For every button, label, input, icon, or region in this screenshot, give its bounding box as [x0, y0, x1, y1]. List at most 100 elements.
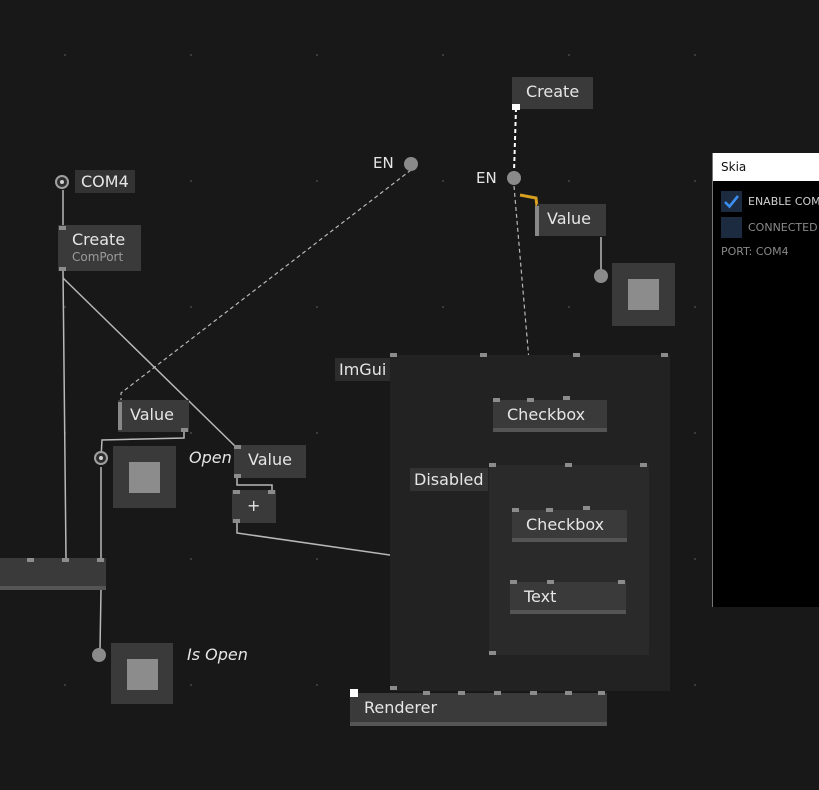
comport-bar-node[interactable]: [0, 558, 106, 590]
value-node-right[interactable]: Value: [537, 204, 606, 236]
value-node-label: Value: [130, 405, 174, 424]
enable-com-label: ENABLE COM: [748, 195, 819, 208]
renderer-selected-pin[interactable]: [350, 689, 358, 697]
grid-dot: [316, 432, 318, 434]
link-value-left-open: [100, 432, 185, 459]
checkbox-node-1[interactable]: Checkbox: [493, 400, 607, 432]
checkbox-node-pin: [563, 396, 570, 400]
disabled-region[interactable]: [489, 465, 649, 655]
toggle-right-indicator: [628, 279, 659, 310]
create-output-pin[interactable]: [512, 104, 520, 110]
renderer-node-pin: [530, 691, 537, 695]
grid-dot: [694, 54, 696, 56]
grid-dot: [316, 54, 318, 56]
is-open-port[interactable]: [92, 648, 106, 662]
checkbox-node-2[interactable]: Checkbox: [512, 510, 627, 542]
renderer-node-pin: [423, 691, 430, 695]
value-node-left[interactable]: Value: [118, 400, 189, 432]
create-comport-pin: [59, 226, 66, 230]
grid-dot: [190, 432, 192, 434]
value-node-handle: [535, 206, 539, 236]
grid-dot: [442, 180, 444, 182]
text-node[interactable]: Text: [510, 582, 626, 614]
grid-dot: [694, 180, 696, 182]
renderer-node-pin: [565, 691, 572, 695]
link-create-value-mid: [62, 277, 238, 449]
value-node-pin: [234, 474, 241, 478]
link-bar-isopen: [99, 589, 102, 651]
grid-dot: [64, 306, 66, 308]
grid-dot: [694, 306, 696, 308]
imgui-label: ImGui: [335, 358, 391, 381]
text-node-label: Text: [524, 587, 557, 606]
create-comport-sublabel: ComPort: [72, 250, 124, 264]
com4-input-port[interactable]: [55, 175, 69, 189]
open-port[interactable]: [94, 451, 108, 465]
grid-dot: [190, 54, 192, 56]
value-node-label: Value: [248, 450, 292, 469]
open-label: Open: [189, 448, 232, 467]
port-label: PORT: COM4: [721, 245, 789, 258]
disabled-region-pin: [489, 463, 496, 467]
enable-com-row[interactable]: ENABLE COM: [721, 191, 819, 213]
checkbox-node-footer: [493, 428, 607, 432]
link-en2-checkbox: [513, 185, 531, 373]
en-label-1: EN: [373, 154, 394, 172]
text-node-pin: [547, 580, 554, 584]
com4-label: COM4: [75, 170, 135, 193]
checkbox-node-pin: [546, 508, 553, 512]
checkbox-node-pin: [512, 508, 519, 512]
plus-node[interactable]: +: [232, 490, 276, 523]
toggle-right[interactable]: [612, 263, 675, 326]
disabled-region-pin: [489, 651, 496, 655]
en-input-port-1[interactable]: [404, 157, 418, 171]
toggle-open[interactable]: [113, 446, 176, 508]
grid-dot: [190, 684, 192, 686]
grid-dot: [316, 558, 318, 560]
renderer-node-pin: [598, 691, 605, 695]
grid-dot: [316, 306, 318, 308]
checkbox-node-pin: [527, 398, 534, 402]
value-node-mid[interactable]: Value: [234, 445, 306, 478]
connected-checkbox[interactable]: [721, 217, 742, 238]
renderer-node-pin: [390, 686, 397, 690]
create-node-label: Create: [526, 82, 580, 101]
grid-dot: [316, 684, 318, 686]
toggle-is-open[interactable]: [111, 643, 173, 704]
connected-row[interactable]: CONNECTED: [721, 217, 819, 239]
toggle-open-indicator: [129, 462, 160, 493]
link-value-mid-plus: [236, 478, 273, 492]
plus-node-pin: [268, 490, 275, 494]
plus-node-label: +: [247, 496, 261, 515]
port-row: PORT: COM4: [721, 243, 819, 265]
value-right-output-port[interactable]: [594, 269, 608, 283]
toggle-is-open-indicator: [127, 659, 158, 690]
en-label-2: EN: [476, 169, 497, 187]
create-comport-node[interactable]: Create ComPort: [58, 225, 141, 271]
imgui-region-pin: [480, 353, 487, 357]
checkbox-node-pin: [583, 506, 590, 510]
is-open-label: Is Open: [187, 645, 248, 664]
create-comport-pin: [59, 267, 66, 271]
renderer-node[interactable]: Renderer: [350, 693, 607, 726]
checkbox-node-pin: [493, 398, 500, 402]
imgui-region-pin: [390, 353, 397, 357]
disabled-region-pin: [565, 463, 572, 467]
connected-label: CONNECTED: [748, 221, 818, 234]
skia-titlebar[interactable]: Skia: [713, 153, 819, 181]
text-node-pin: [510, 580, 517, 584]
grid-dot: [316, 180, 318, 182]
grid-dot: [568, 306, 570, 308]
disabled-region-pin: [640, 463, 647, 467]
enable-com-checkbox[interactable]: [721, 191, 742, 212]
imgui-region-pin: [661, 353, 668, 357]
create-node-top[interactable]: Create: [512, 77, 593, 109]
en-input-port-2[interactable]: [507, 171, 521, 185]
renderer-node-footer: [350, 722, 607, 726]
renderer-node-pin: [494, 691, 501, 695]
checkbox-node-footer: [512, 538, 627, 542]
skia-title: Skia: [721, 160, 747, 174]
skia-window[interactable]: Skia ENABLE COM CONNECTED PORT: COM4: [712, 153, 819, 607]
grid-dot: [694, 684, 696, 686]
text-node-footer: [510, 610, 626, 614]
